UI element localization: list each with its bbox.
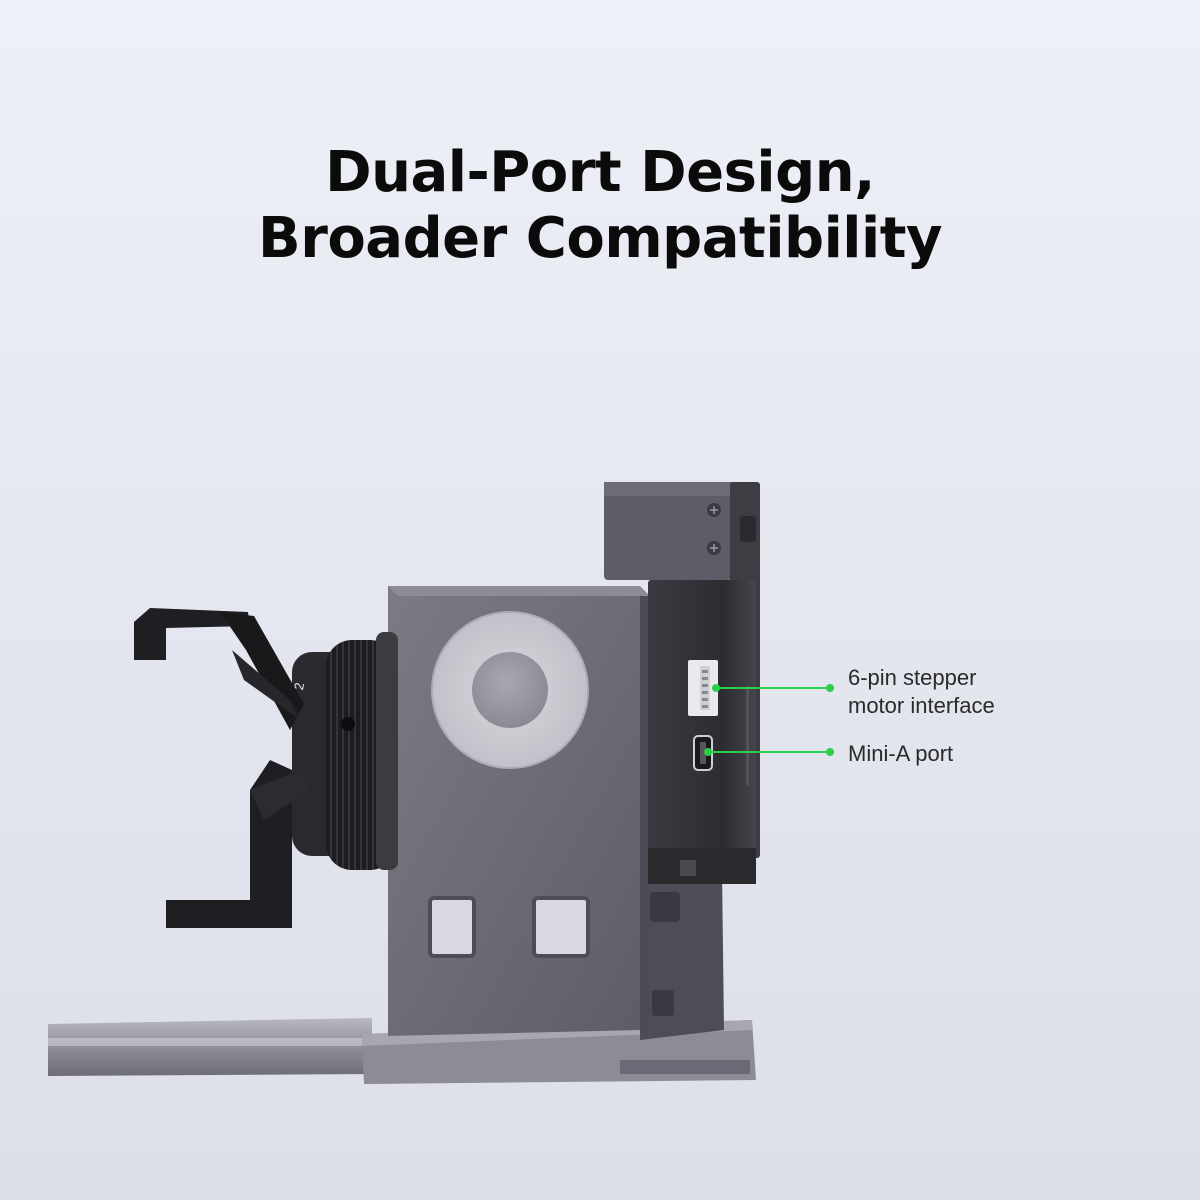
headline-line-1: Dual-Port Design, xyxy=(325,140,875,205)
callout-six-pin-line-2: motor interface xyxy=(848,693,995,718)
headline: Dual-Port Design, Broader Compatibility xyxy=(0,140,1200,272)
six-pin-port-icon xyxy=(688,660,718,716)
callout-label-six-pin: 6-pin stepper motor interface xyxy=(848,664,995,720)
clamp-jaws xyxy=(134,608,310,928)
callout-label-mini-a: Mini-A port xyxy=(848,740,953,768)
headline-line-2: Broader Compatibility xyxy=(258,206,942,271)
callout-line-six-pin xyxy=(712,684,834,692)
callout-six-pin-line-1: 6-pin stepper xyxy=(848,665,977,690)
chuck-collar xyxy=(292,632,398,870)
callout-mini-a-line-1: Mini-A port xyxy=(848,741,954,766)
motor-housing xyxy=(604,482,760,884)
rotary-disc xyxy=(431,611,589,769)
callout-line-mini-a xyxy=(704,748,834,756)
back-bracket xyxy=(640,870,724,1040)
chuck-marking: 2 xyxy=(291,681,307,691)
